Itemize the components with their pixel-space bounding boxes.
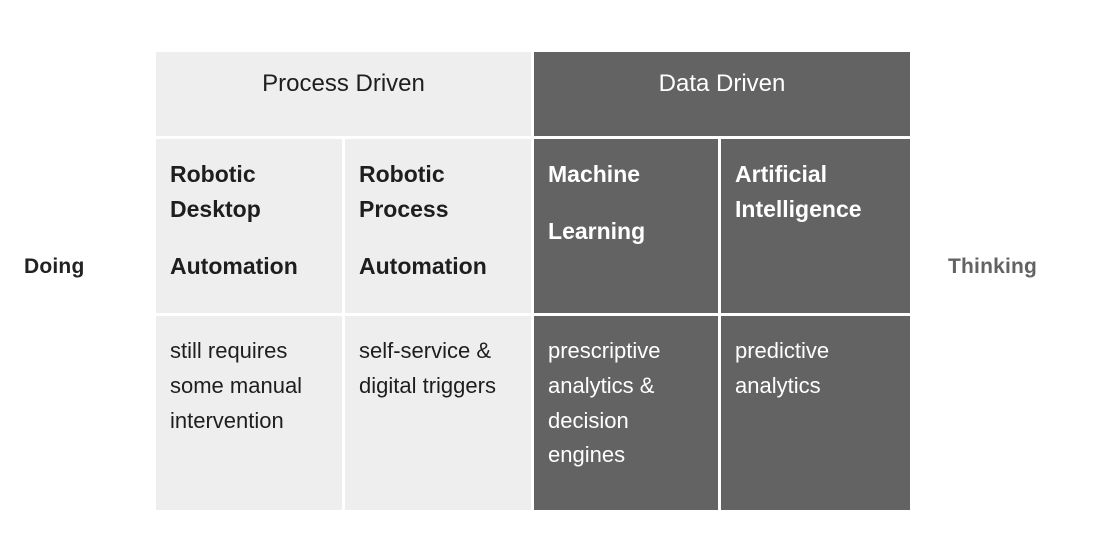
description-cell-robotic-desktop-automation: still requires some manual intervention [156,313,345,510]
term-line-spacer [548,192,704,214]
term-line: Automation [170,249,328,284]
term-lead-letter: M [548,161,568,187]
term-rest: ntelligence [741,195,862,222]
term-lead-letter: I [735,195,742,222]
term-rest: utomation [186,252,298,279]
term-line: Intelligence [735,192,896,227]
term-lead-letter: L [548,217,563,244]
header-process-driven-label: Process Driven [262,70,425,97]
term-line-spacer [359,227,517,249]
term-rest: obotic [375,161,445,187]
description-cell-artificial-intelligence: predictive analytics [721,313,910,510]
description-text: self-service & digital triggers [359,338,496,398]
term-lead-letter: A [359,252,376,279]
term-lead-letter: A [170,252,187,279]
term-rest: utomation [375,252,487,279]
term-lead-letter: R [359,161,376,187]
term-rest: esktop [186,195,261,222]
term-line-spacer [170,227,328,249]
axis-label-doing: Doing [24,255,85,278]
term-lead-letter: R [170,161,187,187]
term-line: Machine [548,157,704,192]
term-line: Desktop [170,192,328,227]
term-line: Process [359,192,517,227]
term-rest: earning [562,217,646,244]
description-cell-machine-learning: prescriptive analytics & decision engine… [534,313,721,510]
header-data-driven-label: Data Driven [658,70,786,97]
term-line: Robotic [170,157,328,192]
description-text: predictive analytics [735,338,830,398]
description-cell-robotic-process-automation: self-service & digital triggers [345,313,534,510]
term-line: Automation [359,249,517,284]
axis-label-thinking: Thinking [948,255,1038,278]
term-rest: obotic [186,161,256,187]
term-lead-letter: P [359,195,375,222]
term-rest: rocess [374,195,449,222]
term-lead-letter: D [170,195,187,222]
header-process-driven: Process Driven [156,52,534,136]
term-line: Robotic [359,157,517,192]
term-rest: achine [567,161,641,187]
term-line: Artificial [735,157,896,192]
description-text: still requires some manual intervention [170,338,303,433]
term-rest: rtificial [751,161,828,187]
term-lead-letter: A [735,161,752,187]
header-data-driven: Data Driven [534,52,910,136]
term-line: Learning [548,214,704,249]
description-text: prescriptive analytics & decision engine… [548,338,661,468]
